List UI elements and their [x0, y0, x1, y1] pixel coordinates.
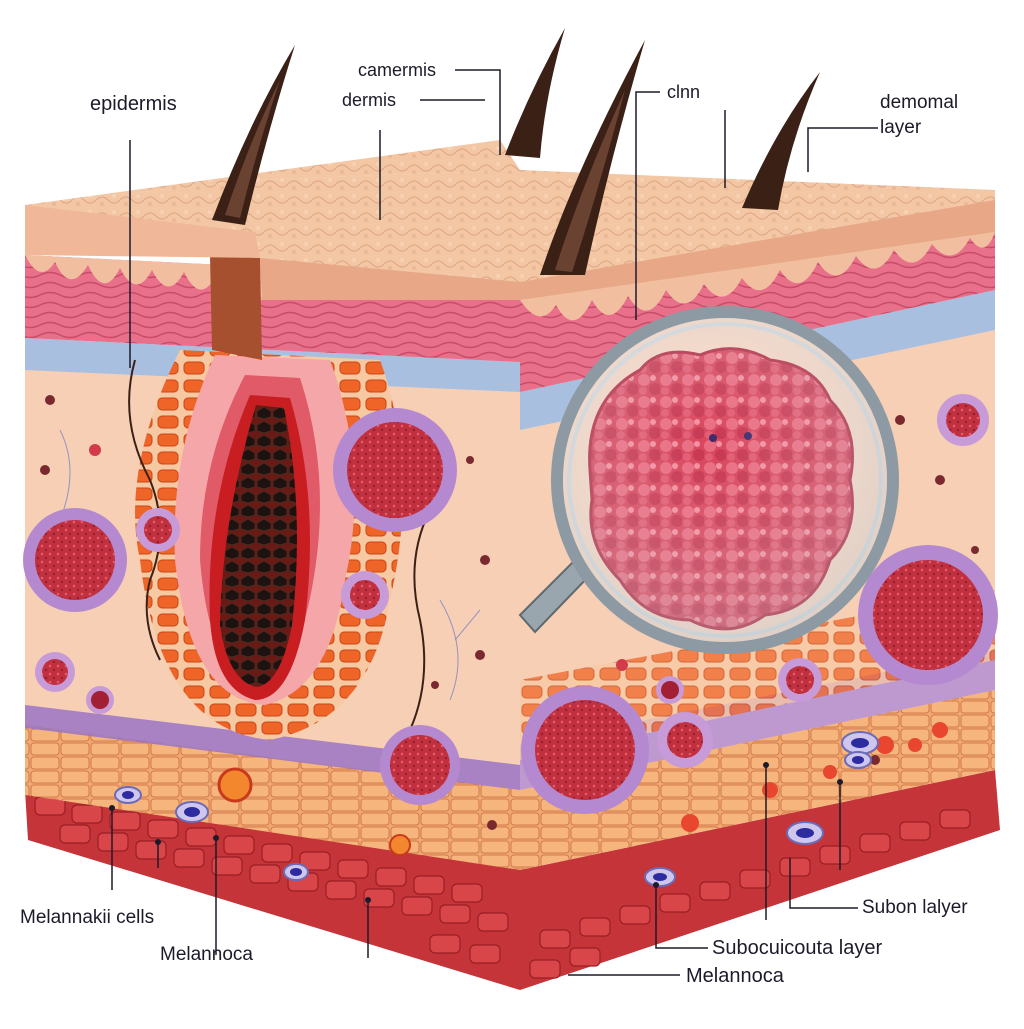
label-melannoca-left: Melannoca: [160, 944, 253, 965]
label-dermis: dermis: [342, 90, 397, 110]
magnifying-glass-icon: [518, 306, 899, 654]
label-epidermis: epidermis: [90, 93, 177, 115]
hair-shaft-icon: [212, 28, 820, 275]
label-melannoca-bottom: Melannoca: [686, 965, 784, 987]
label-subon-lalyer: Subon lalyer: [862, 897, 968, 918]
label-subocuicouta-layer: Subocuicouta layer: [712, 937, 883, 959]
label-clnn: clnn: [667, 82, 701, 102]
label-melannakii-cells: Melannakii cells: [20, 907, 155, 928]
label-layer: layer: [880, 117, 922, 138]
label-camermis: camermis: [358, 60, 437, 80]
label-demomal: demomal: [880, 92, 959, 113]
